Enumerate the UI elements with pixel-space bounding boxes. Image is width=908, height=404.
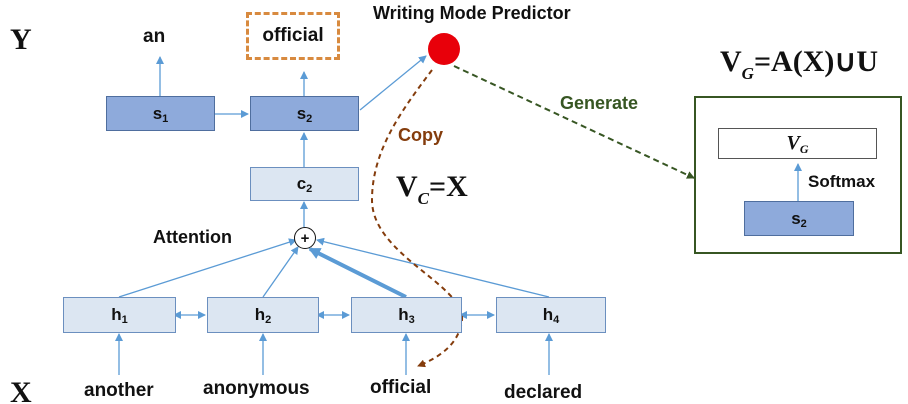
generate-vocabulary-formula: VG=A(X)∪U (720, 45, 878, 83)
decoder-state-s2-label: s (296, 103, 307, 123)
generate-s2-subscript: 2 (800, 217, 807, 230)
generate-formula-v: V (720, 45, 742, 78)
input-word-1: another (84, 380, 154, 401)
generate-path (453, 65, 695, 179)
copy-formula-rest: =X (429, 170, 468, 203)
copy-path (370, 69, 464, 368)
encoder-state-h3-label: h (398, 305, 409, 324)
input-word-3: official (370, 377, 432, 398)
generate-label: Generate (560, 93, 639, 113)
attention-line-h4 (316, 237, 550, 298)
vg-output-label: V (786, 132, 800, 154)
generate-formula-rest: =A(X)∪U (753, 45, 878, 78)
encoder-state-h3-subscript: 3 (408, 314, 415, 326)
context-vector-subscript: 2 (306, 183, 313, 195)
attention-line-h2 (262, 246, 299, 298)
attention-sum-symbol: + (300, 229, 310, 247)
encoder-state-h4-label: h (542, 305, 554, 324)
output-word-2-selected: official (246, 12, 340, 60)
attention-label: Attention (153, 227, 232, 247)
context-vector-label: c (296, 174, 307, 193)
softmax-label: Softmax (808, 172, 876, 191)
attention-line-h1 (118, 238, 297, 298)
copy-label: Copy (398, 125, 443, 145)
copy-formula-v: V (396, 170, 418, 203)
attention-sum-node: + (294, 227, 316, 249)
y-row-label: Y (10, 23, 32, 56)
encoder-state-h2-subscript: 2 (265, 314, 272, 326)
attention-line-h3 (308, 247, 407, 299)
generate-formula-subscript: G (741, 64, 754, 83)
encoder-state-h2-label: h (254, 305, 266, 324)
encoder-state-h1-label: h (111, 305, 122, 324)
writing-mode-predictor-label: Writing Mode Predictor (373, 3, 571, 23)
encoder-state-h4-subscript: 4 (553, 314, 560, 326)
generate-s2-label: s (791, 208, 801, 228)
input-word-4: declared (504, 382, 583, 403)
decoder-state-s1-subscript: 1 (162, 112, 169, 125)
vg-output-subscript: G (799, 142, 809, 156)
input-word-2: anonymous (203, 378, 310, 399)
copy-vocabulary-formula: VC=X (396, 170, 468, 208)
encoder-state-h1-subscript: 1 (121, 314, 128, 326)
decoder-state-s1-label: s (152, 103, 163, 123)
generate-box (694, 96, 902, 254)
decoder-state-s2-subscript: 2 (306, 112, 313, 125)
output-word-2: official (262, 25, 324, 46)
copy-formula-subscript: C (417, 189, 430, 208)
x-row-label: X (10, 376, 32, 404)
s2-to-predictor-arrow (359, 55, 427, 111)
output-word-1: an (143, 26, 166, 47)
writing-mode-predictor-node (428, 33, 460, 65)
